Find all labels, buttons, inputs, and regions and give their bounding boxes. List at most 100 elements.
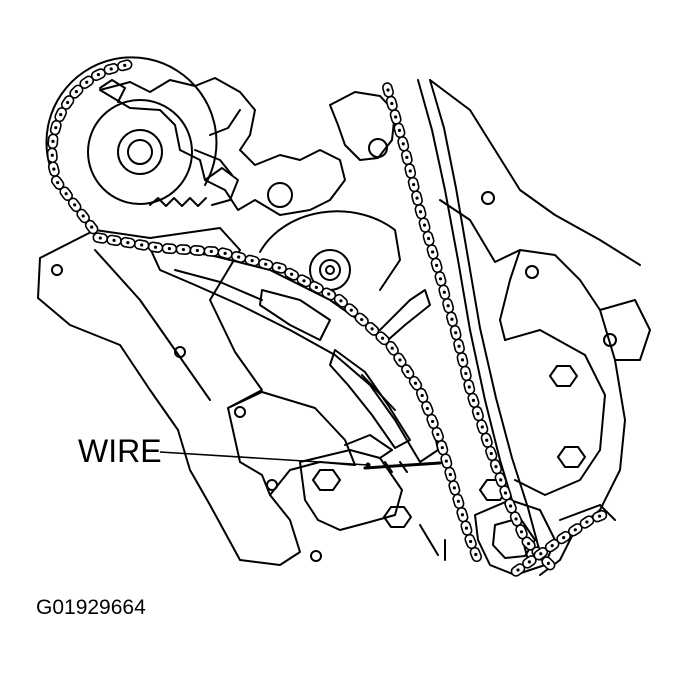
lower-cover-edge (419, 504, 616, 561)
bolt-upper-center (368, 138, 388, 158)
chain-pin (546, 561, 550, 565)
chain-pin (539, 552, 543, 556)
chain-pin (467, 385, 471, 389)
chain-pin (264, 262, 268, 266)
chain-pin (140, 243, 144, 247)
chain-pin (394, 115, 398, 119)
chain-pin (237, 255, 241, 259)
hex-bolt-tensioner-2 (382, 506, 413, 528)
tensioner-arm-slot (259, 289, 331, 341)
chain-pin (380, 336, 385, 340)
timing-chain-left (46, 59, 483, 563)
bolt-right-2 (525, 265, 539, 279)
bolt-housing-1 (51, 264, 63, 276)
chain-pin (585, 520, 589, 524)
block-top-right (429, 79, 641, 266)
chain-pin (112, 238, 116, 242)
chain-pin (153, 245, 158, 249)
idler-sprocket-bore (319, 259, 341, 281)
chain-pin (209, 249, 213, 254)
chain-pin (314, 285, 318, 289)
chain-pin (405, 155, 409, 160)
chain-pin (422, 223, 427, 227)
chain-pin (195, 248, 199, 253)
chain-pin (412, 182, 416, 187)
chain-pin (464, 526, 469, 530)
chain-pin (503, 491, 508, 495)
chain-pin (516, 568, 520, 572)
chain-pin (327, 292, 331, 296)
bolt-guide-top (325, 265, 335, 275)
cam-sprocket-ring (87, 99, 193, 205)
tensioner-arm-outline (149, 247, 439, 463)
chain-pin (573, 528, 577, 532)
chain-pin (56, 180, 60, 185)
chain-pin (562, 535, 566, 540)
chain-pin (457, 344, 461, 348)
head-outline (99, 77, 346, 216)
chain-pin (85, 80, 89, 84)
chain-pin (476, 412, 480, 416)
chain-pin (401, 142, 405, 146)
bolt-housing-2 (174, 346, 186, 358)
chain-pin (418, 210, 423, 214)
chain-pin (339, 299, 343, 303)
chain-pin (98, 236, 102, 240)
cam-bracket (99, 79, 239, 206)
chain-pin (442, 290, 446, 294)
chain-pin (485, 438, 489, 442)
chain-pin (59, 113, 63, 117)
chain-pin (66, 100, 70, 105)
chain-pin (514, 517, 518, 521)
right-chain-guide-inner (429, 79, 543, 561)
chain-pin (390, 101, 394, 106)
chain-pin (415, 196, 419, 200)
idler-sprocket-outer (259, 210, 401, 291)
chain-pin (250, 258, 254, 263)
chain-pin (519, 530, 524, 534)
housing-outline-left (37, 227, 301, 566)
hex-bolt-right-2 (556, 446, 587, 468)
chain-pin (460, 513, 465, 517)
chain-pin (406, 369, 410, 374)
tensioner-body (299, 449, 403, 531)
chain-pin (436, 432, 440, 437)
head-ridge (329, 91, 396, 161)
hex-bolt-tensioner-1 (311, 469, 342, 491)
chain-pin (349, 308, 353, 312)
chain-pin (386, 88, 390, 92)
chain-pin (81, 214, 85, 218)
tensioner-arm-window (329, 349, 411, 449)
chain-pin (446, 304, 450, 308)
block-step-right (499, 249, 521, 341)
chain-pin (444, 459, 448, 463)
chain-pin (290, 272, 294, 276)
chain-pin (494, 465, 498, 469)
wire-leader-dot (365, 462, 371, 468)
chain-pin (450, 317, 454, 321)
chain-pin (430, 250, 435, 254)
chain-pin (480, 425, 484, 429)
bolt-housing-3 (234, 406, 246, 418)
chain-pin (51, 139, 55, 143)
cam-sprocket-bore (127, 139, 153, 165)
chain-pin (489, 451, 493, 456)
housing-rib (94, 249, 211, 401)
chain-pin (74, 90, 78, 94)
chain-pin (425, 406, 429, 411)
bolt-right-1 (481, 191, 495, 205)
chain-pin (167, 247, 172, 251)
figure-id: G01929664 (36, 596, 146, 619)
chain-pin (471, 398, 476, 402)
chain-pin (468, 539, 473, 544)
chain-pin (90, 225, 94, 229)
chain-pin (181, 247, 185, 252)
chain-pin (438, 277, 443, 281)
chain-pin (123, 63, 127, 67)
chain-pin (550, 543, 554, 548)
chain-pin (440, 446, 444, 450)
wire-leader-line (159, 451, 369, 466)
bolt-housing-4 (266, 479, 278, 491)
block-edge-right (599, 299, 651, 361)
